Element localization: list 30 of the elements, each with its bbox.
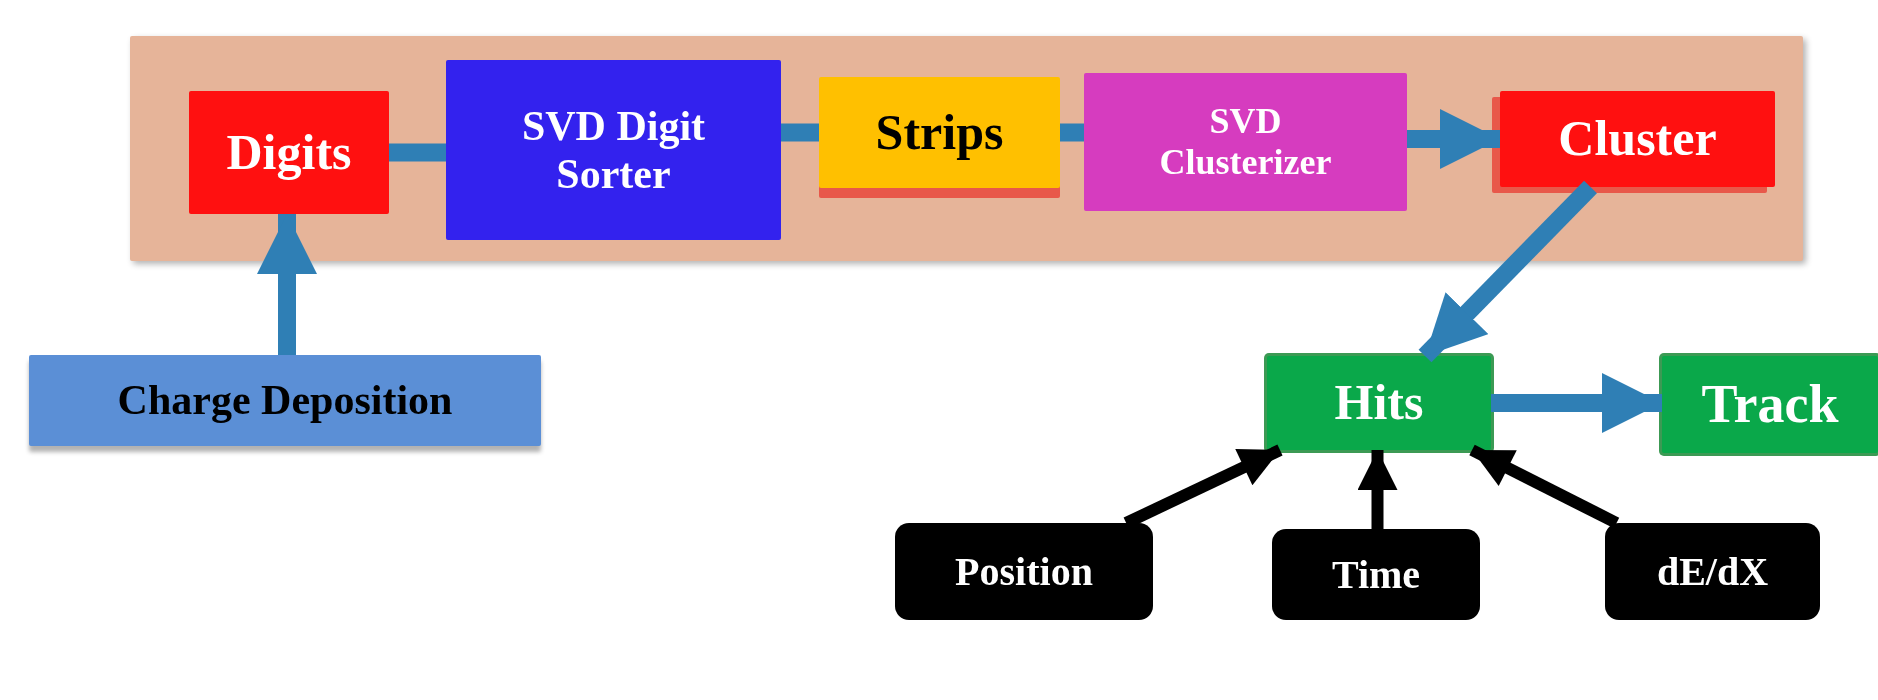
connector-line [389,143,446,162]
process-box [446,60,781,240]
arrow [1357,450,1398,529]
input-box [1605,523,1820,620]
process-box [29,355,541,446]
node-label: Charge Deposition [117,376,453,425]
node-label: Track [1701,373,1839,436]
arrow [257,214,317,355]
node-label: Time [1331,551,1421,598]
node-label: Digits [226,123,352,182]
arrow [1469,444,1620,529]
connector-line [781,123,819,142]
node-label: SVD Clusterizer [1158,100,1333,184]
arrow [1418,180,1597,363]
node-label: Position [955,548,1093,595]
background-band [130,36,1803,261]
node-label: Strips [875,103,1004,162]
connector-line [1060,123,1084,142]
node-label: Hits [1334,374,1424,432]
node-label: Cluster [1558,110,1717,168]
process-box [1662,356,1878,453]
process-box [1084,73,1407,211]
input-box [895,523,1153,620]
input-box [1272,529,1480,620]
node-label: SVD Digit Sorter [520,101,707,199]
arrow [1491,373,1662,433]
node-label: dE/dX [1656,548,1769,595]
arrow [1407,109,1500,169]
process-box [1267,356,1491,450]
process-box [189,91,389,214]
